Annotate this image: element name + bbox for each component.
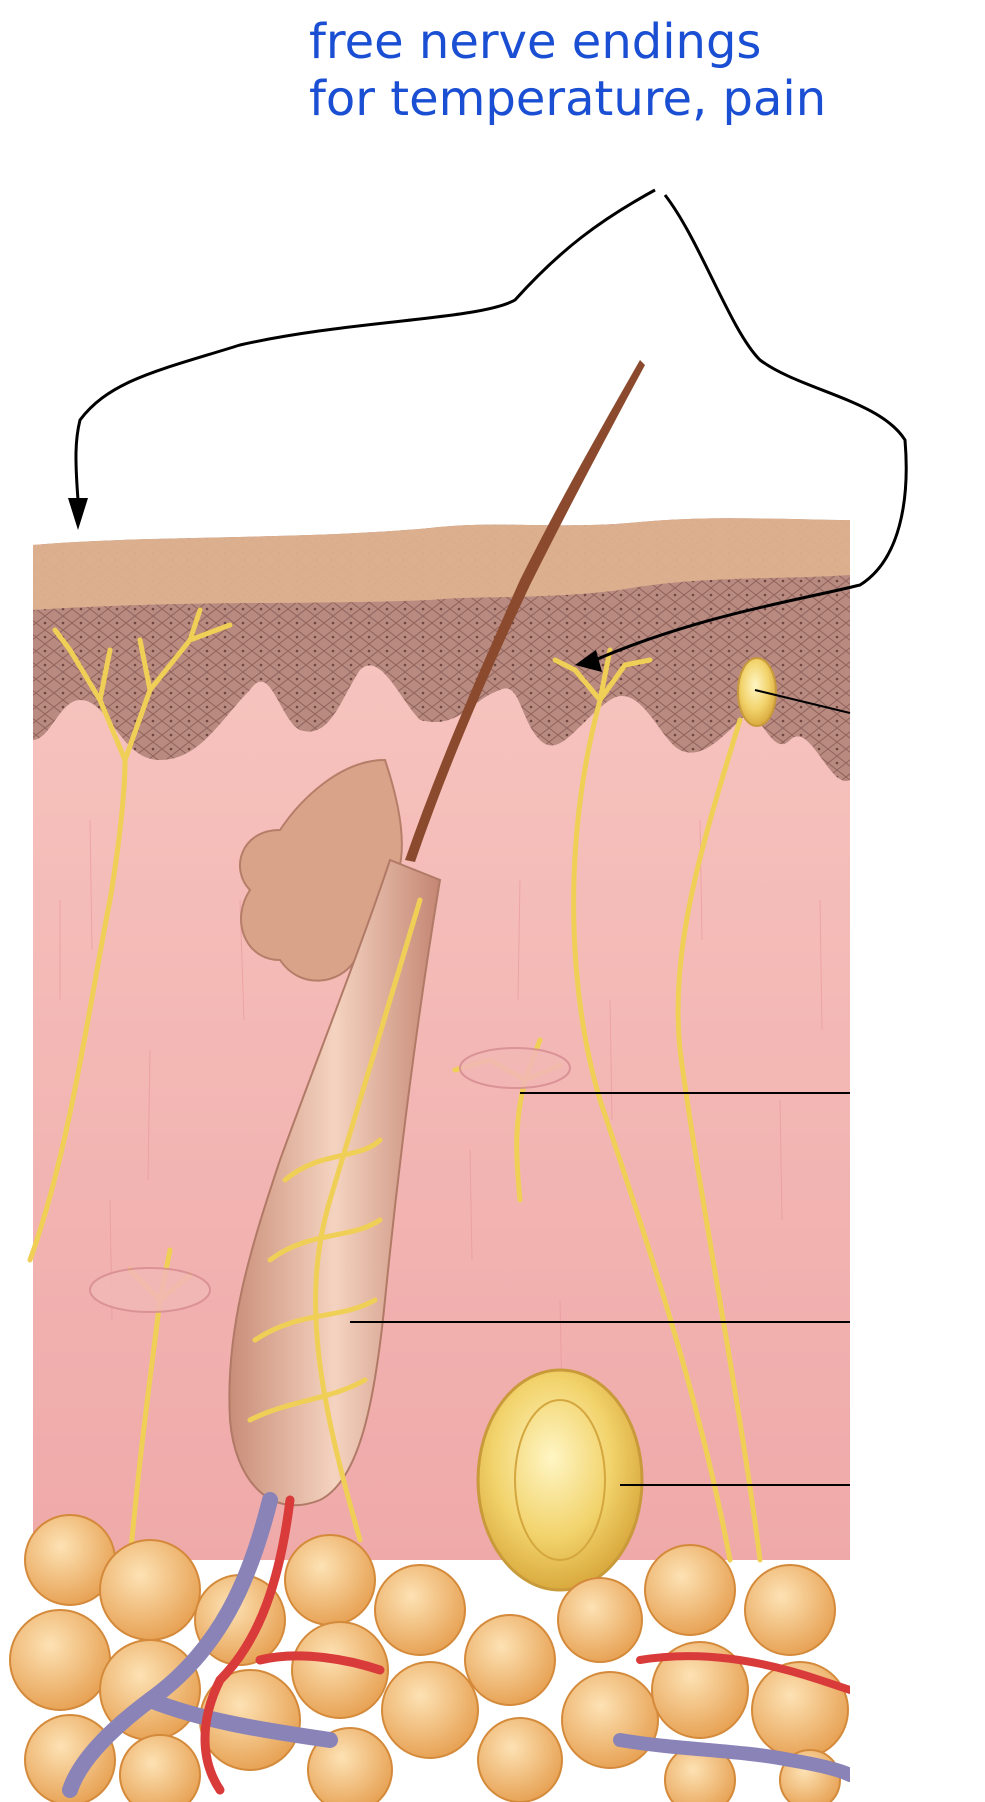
tactile-disc-mid — [460, 1048, 570, 1088]
pacinian-corpuscle — [478, 1370, 642, 1590]
triangle-arrowhead-icon — [68, 498, 88, 530]
callout-curve — [76, 190, 655, 500]
encapsulated-ending — [738, 658, 776, 726]
right-margin — [850, 480, 985, 1802]
tactile-disc-lower — [90, 1268, 210, 1312]
